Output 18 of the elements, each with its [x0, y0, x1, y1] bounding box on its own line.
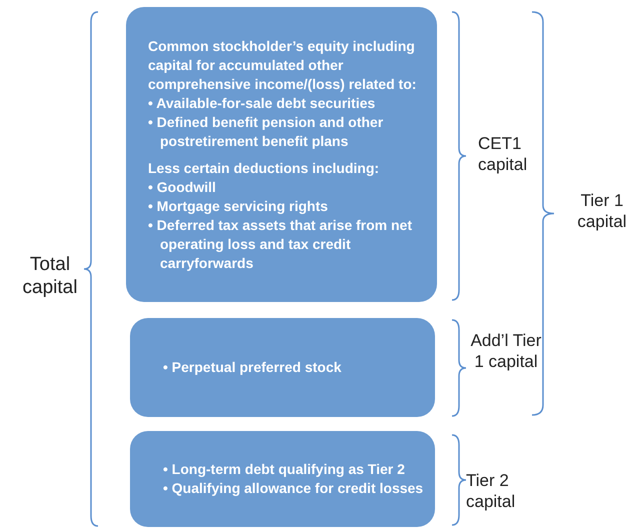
bullet-item: • Deferred tax assets that arise from net operating loss and tax credit carryforwards — [148, 216, 414, 272]
bullet-item: • Defined benefit pension and other postretirement benefit plans — [148, 112, 384, 150]
paragraph: Less certain deductions including: — [148, 158, 380, 178]
bullet-item: • Long-term debt qualifying as Tier 2 — [163, 460, 406, 479]
brace-label: Tier 2 capital — [466, 470, 516, 512]
bullet-item: • Qualifying allowance for credit losses — [163, 479, 424, 498]
paragraph: Common stockholder’s equity including capital for accumulated other comprehensive income/(loss) related to: — [148, 36, 418, 94]
bullet-item: • Perpetual preferred stock — [163, 358, 342, 377]
content-box — [130, 431, 435, 527]
bullet-item: • Goodwill — [148, 178, 217, 196]
bullet-item: • Mortgage servicing rights — [148, 196, 329, 216]
bullet-item: • Available-for-sale debt securities — [148, 94, 376, 112]
brace-label: Tier 1 capital — [576, 190, 628, 232]
content-box — [126, 7, 437, 302]
content-box — [130, 318, 435, 417]
brace-label: Add’l Tier 1 capital — [470, 330, 542, 372]
brace-label: Total capital — [22, 253, 78, 299]
brace-label: CET1 capital — [478, 133, 528, 175]
